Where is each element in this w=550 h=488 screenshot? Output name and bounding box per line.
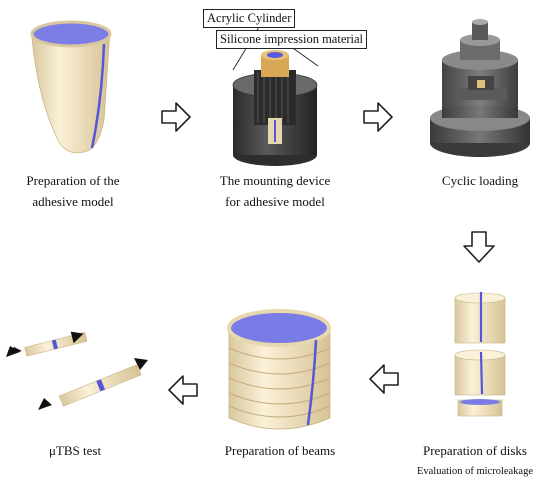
step5-label: Preparation of beams <box>205 440 355 461</box>
step6-line1: μTBS test <box>48 443 102 458</box>
callout-silicone-impression: Silicone impression material <box>216 30 368 49</box>
arrow-down-icon <box>463 231 495 263</box>
tooth-model-illustration <box>30 20 112 154</box>
step4-line2: Evaluation of microleakage <box>416 466 534 477</box>
arrow-left-icon <box>369 364 399 394</box>
cyclic-loading-illustration <box>430 19 530 157</box>
step6-label: μTBS test <box>25 440 125 461</box>
step3-line1: Cyclic loading <box>441 173 519 188</box>
mtbs-test-illustration <box>6 331 148 410</box>
arrow-left-icon <box>168 375 198 405</box>
disks-illustration <box>454 292 506 417</box>
step1-label: Preparation of the adhesive model <box>8 170 138 212</box>
step3-label: Cyclic loading <box>420 170 540 191</box>
callout-acrylic-cylinder: Acrylic Cylinder <box>203 9 296 28</box>
step1-line2: adhesive model <box>32 194 114 209</box>
arrow-right-icon <box>161 102 191 132</box>
step5-line1: Preparation of beams <box>224 443 336 458</box>
step2-line1: The mounting device <box>219 173 331 188</box>
step2-line2: for adhesive model <box>225 194 325 209</box>
step2-label: The mounting device for adhesive model <box>200 170 350 212</box>
mounting-device-illustration <box>232 21 319 166</box>
step4-label: Preparation of disks Evaluation of micro… <box>405 440 545 482</box>
arrow-right-icon <box>363 102 393 132</box>
beams-illustration <box>227 309 331 430</box>
step1-line1: Preparation of the <box>26 173 120 188</box>
step4-line1: Preparation of disks <box>423 443 527 458</box>
